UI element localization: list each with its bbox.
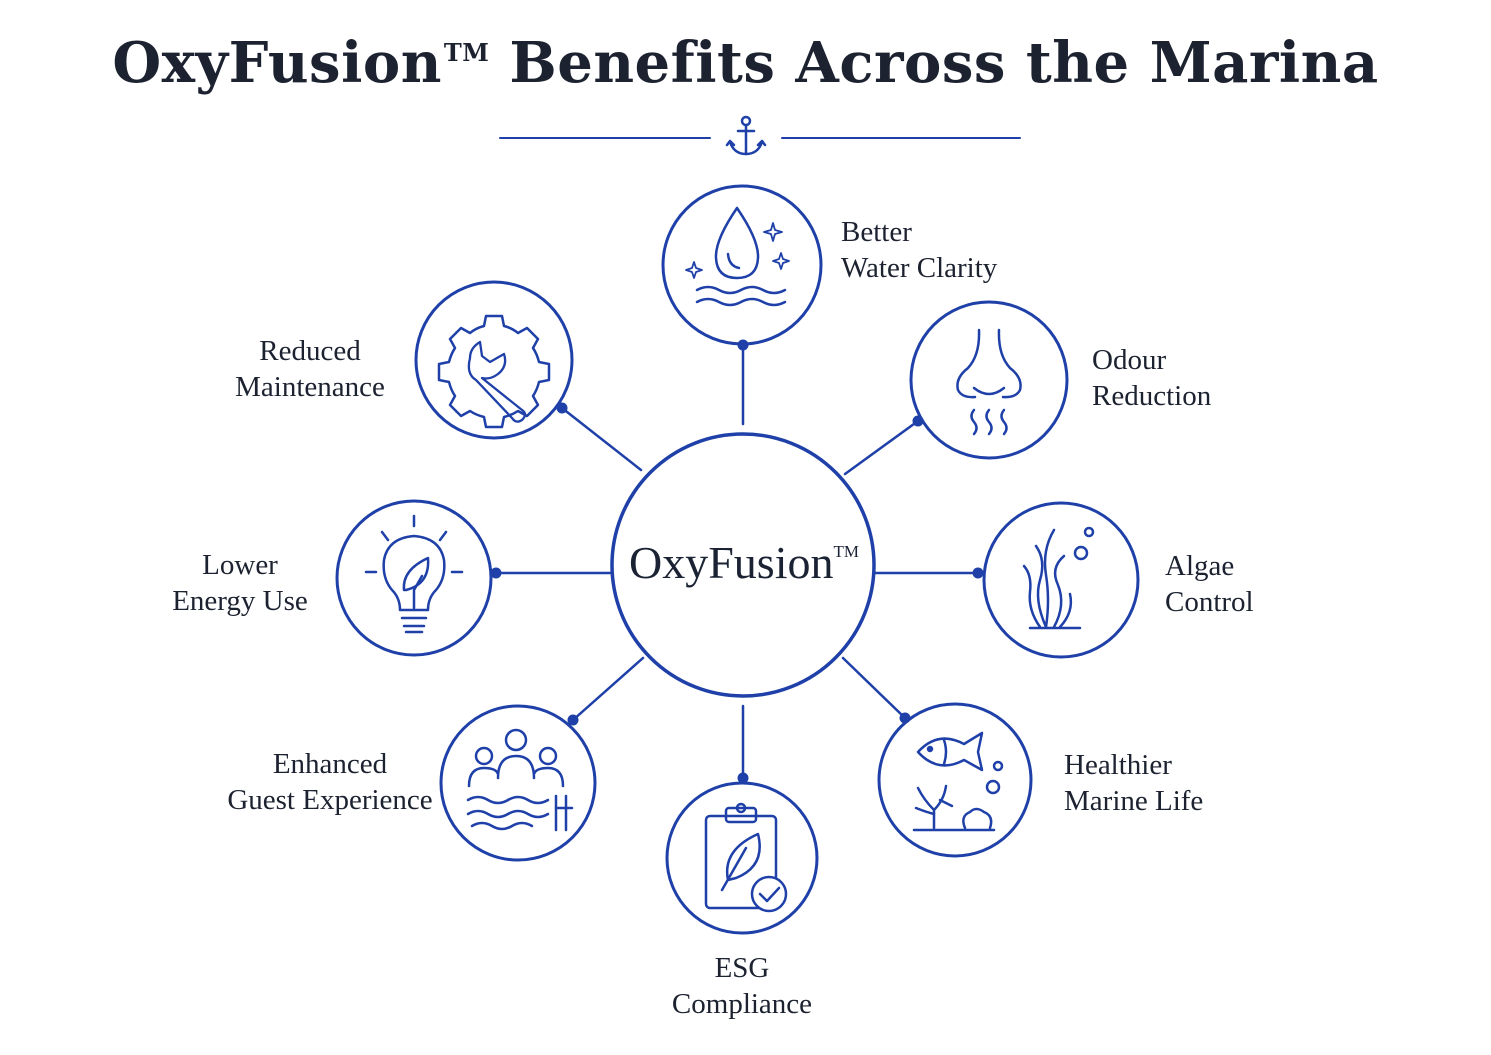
- clipboard-leaf-icon: [704, 802, 788, 913]
- people-water-icon: [466, 728, 574, 832]
- connectors: [494, 343, 980, 780]
- fish-coral-icon: [912, 731, 1004, 832]
- lightbulb-leaf-icon: [364, 514, 464, 634]
- benefit-circle-algae: [982, 501, 1140, 659]
- nose-icon: [956, 328, 1022, 436]
- benefit-circle-marine-life: [877, 702, 1033, 858]
- benefit-circle-guest: [439, 704, 597, 862]
- benefit-circle-maintenance: [414, 280, 574, 440]
- hub-circle: [610, 432, 876, 698]
- hub-label: OxyFusionTM: [629, 537, 859, 588]
- gear-wrench-icon: [437, 314, 551, 429]
- water-drop-icon: [685, 206, 790, 307]
- seaweed-icon: [1022, 526, 1095, 630]
- benefit-circle-water-clarity: [661, 184, 823, 346]
- benefit-circle-energy: [335, 499, 493, 657]
- benefit-circle-esg: [665, 781, 819, 935]
- page-title: OxyFusionTM Benefits Across the Marina: [112, 30, 1379, 96]
- anchor-icon: [725, 115, 767, 156]
- benefit-circle-odour: [909, 300, 1069, 460]
